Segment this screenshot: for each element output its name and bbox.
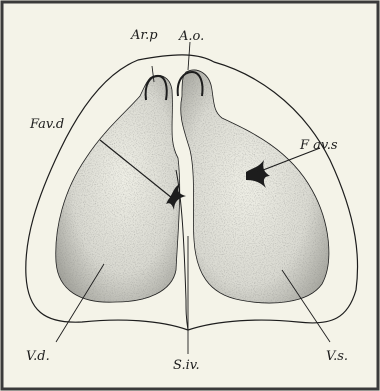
stipple-right <box>181 70 329 303</box>
label-favs: F av.s <box>299 138 338 153</box>
label-vd: V.d. <box>26 349 50 364</box>
frame-border <box>2 2 378 389</box>
label-a-o: A.o. <box>178 29 204 44</box>
leader-a-o <box>188 42 190 70</box>
label-vs: V.s. <box>326 349 348 364</box>
label-fav-d: Fav.d <box>29 117 64 132</box>
label-siv: S.iv. <box>173 358 200 373</box>
label-ar-p: Ar.p <box>130 28 158 43</box>
